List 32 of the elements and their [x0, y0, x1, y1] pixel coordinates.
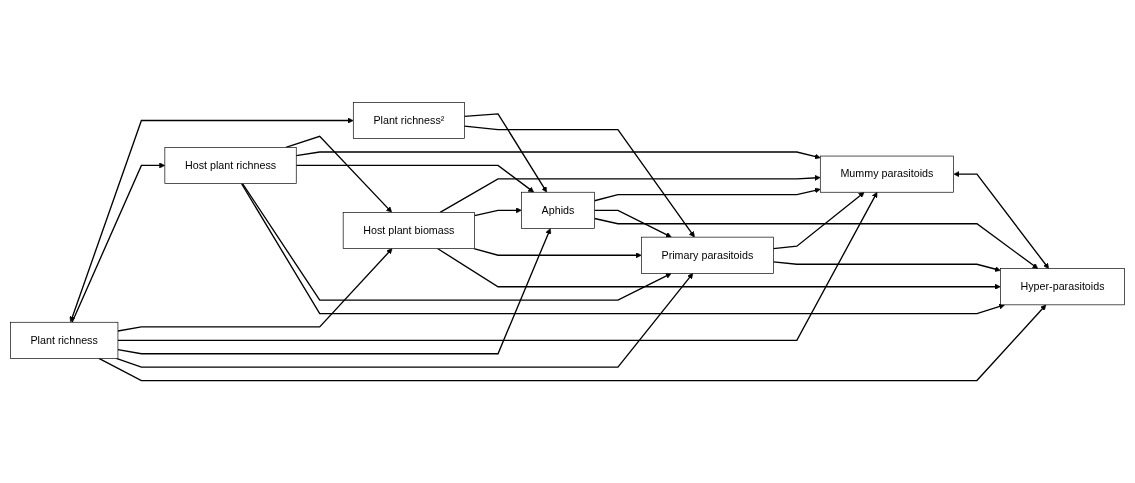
arrow [71, 162, 166, 323]
node-box: Hyper-parasitoids [1000, 268, 1125, 306]
arrow [473, 207, 522, 217]
arrow [295, 164, 535, 193]
arrow [98, 304, 1047, 382]
arrow [463, 113, 547, 193]
arrow [69, 117, 354, 323]
arrow [593, 217, 1039, 269]
arrow [295, 151, 821, 160]
node-box: Host plant biomass [342, 212, 475, 249]
arrow [241, 182, 672, 301]
arrow [117, 191, 878, 342]
arrow [593, 209, 672, 238]
node-box: Mummy parasitoids [819, 155, 954, 193]
arrow [953, 171, 1050, 269]
node-box: Aphids [521, 191, 595, 229]
arrow [117, 228, 552, 355]
node-box: Host plant richness [164, 147, 297, 184]
arrow [593, 187, 821, 202]
arrow [436, 247, 1001, 290]
node-box: Plant richness² [352, 102, 465, 139]
arrow [115, 273, 694, 368]
arrow [240, 182, 1005, 315]
arrow [439, 174, 821, 213]
arrow [285, 135, 392, 213]
arrow [473, 247, 642, 259]
arrow [463, 125, 695, 238]
arrow [117, 248, 393, 332]
node-box: Primary parasitoids [641, 236, 774, 274]
arrow [772, 261, 1001, 272]
arrow [772, 191, 865, 250]
node-box: Plant richness [10, 321, 119, 359]
